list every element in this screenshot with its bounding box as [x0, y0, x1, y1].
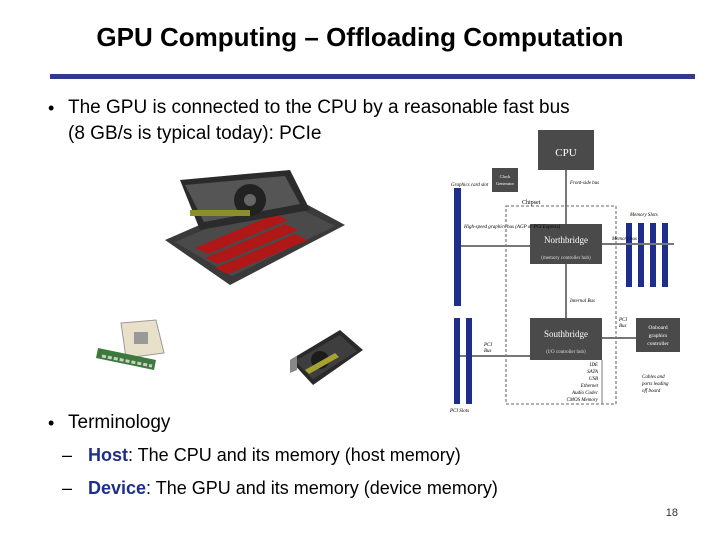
bullet-dot-icon: •: [48, 98, 55, 118]
chipset-label: Chipset: [522, 200, 541, 206]
memory-slots-label: Memory Slots: [629, 213, 658, 218]
sub-bullet-host: –Host: The CPU and its memory (host memo…: [62, 445, 461, 466]
title-rule: [50, 74, 695, 79]
onboard-graphics-label: Onboard: [648, 325, 667, 331]
io-item: USB: [589, 377, 598, 382]
southbridge-label: Southbridge: [544, 329, 588, 339]
cables-label: Cables and: [642, 375, 665, 380]
io-item: Audio Codec: [571, 391, 599, 396]
chipset-diagram: CPU Clock Generator Front-side bus North…: [449, 130, 680, 414]
svg-text:Bus: Bus: [619, 324, 627, 329]
io-item: SATA: [587, 370, 599, 375]
bullet-pcie: • The GPU is connected to the CPU by a r…: [48, 95, 628, 147]
host-term: Host: [88, 445, 128, 465]
host-definition: : The CPU and its memory (host memory): [128, 445, 461, 465]
pci-bus-right-label: PCI: [618, 318, 627, 323]
device-term: Device: [88, 478, 147, 498]
cpu-label: CPU: [555, 147, 576, 159]
bullet-terminology-text: Terminology: [68, 412, 171, 433]
page-number: 18: [665, 507, 678, 519]
slide-title: GPU Computing – Offloading Computation: [96, 22, 624, 52]
high-speed-bus-label: High-speed graphics bus (AGP or PCI Expr…: [463, 225, 560, 230]
motherboard-photo: [165, 170, 345, 285]
clock-label: Clock: [500, 174, 511, 179]
svg-text:Bus: Bus: [484, 349, 492, 354]
bullet-terminology: • Terminology: [48, 410, 368, 436]
internal-bus-label: Internal Bus: [569, 299, 595, 304]
svg-text:Generator: Generator: [496, 181, 514, 186]
svg-text:ports leading: ports leading: [641, 382, 669, 387]
fsb-label: Front-side bus: [569, 181, 599, 186]
northbridge-sub: (memory controller hub): [541, 256, 591, 261]
pci-slots-label: PCI Slots: [449, 409, 469, 414]
bullet-dot-icon: •: [48, 413, 55, 433]
io-item: IDE: [589, 363, 598, 368]
memory-bus-label: Memory bus: [611, 237, 637, 242]
southbridge-sub: (I/O controller hub): [546, 350, 586, 355]
pci-bus-left-label: PCI: [483, 343, 492, 348]
northbridge-label: Northbridge: [544, 235, 588, 245]
sub-bullet-device: –Device: The GPU and its memory (device …: [62, 478, 498, 499]
io-item: Ethernet: [580, 384, 599, 389]
graphics-slot-label: Graphics card slot: [451, 183, 489, 188]
io-list: IDE SATA USB Ethernet Audio Codec CMOS M…: [566, 363, 598, 403]
gpu-card-photo: [290, 330, 363, 385]
bullet-pcie-line2: (8 GB/s is typical today): PCIe: [68, 123, 322, 144]
svg-text:off board: off board: [642, 389, 661, 394]
dash-icon: –: [62, 445, 73, 465]
device-definition: : The GPU and its memory (device memory): [146, 478, 498, 498]
bullet-pcie-line1: The GPU is connected to the CPU by a rea…: [68, 97, 570, 118]
io-item: CMOS Memory: [566, 398, 598, 403]
dash-icon: –: [62, 478, 73, 498]
svg-text:controller: controller: [647, 341, 669, 347]
svg-text:graphics: graphics: [649, 333, 668, 339]
cpu-ram-photo: [96, 319, 165, 370]
